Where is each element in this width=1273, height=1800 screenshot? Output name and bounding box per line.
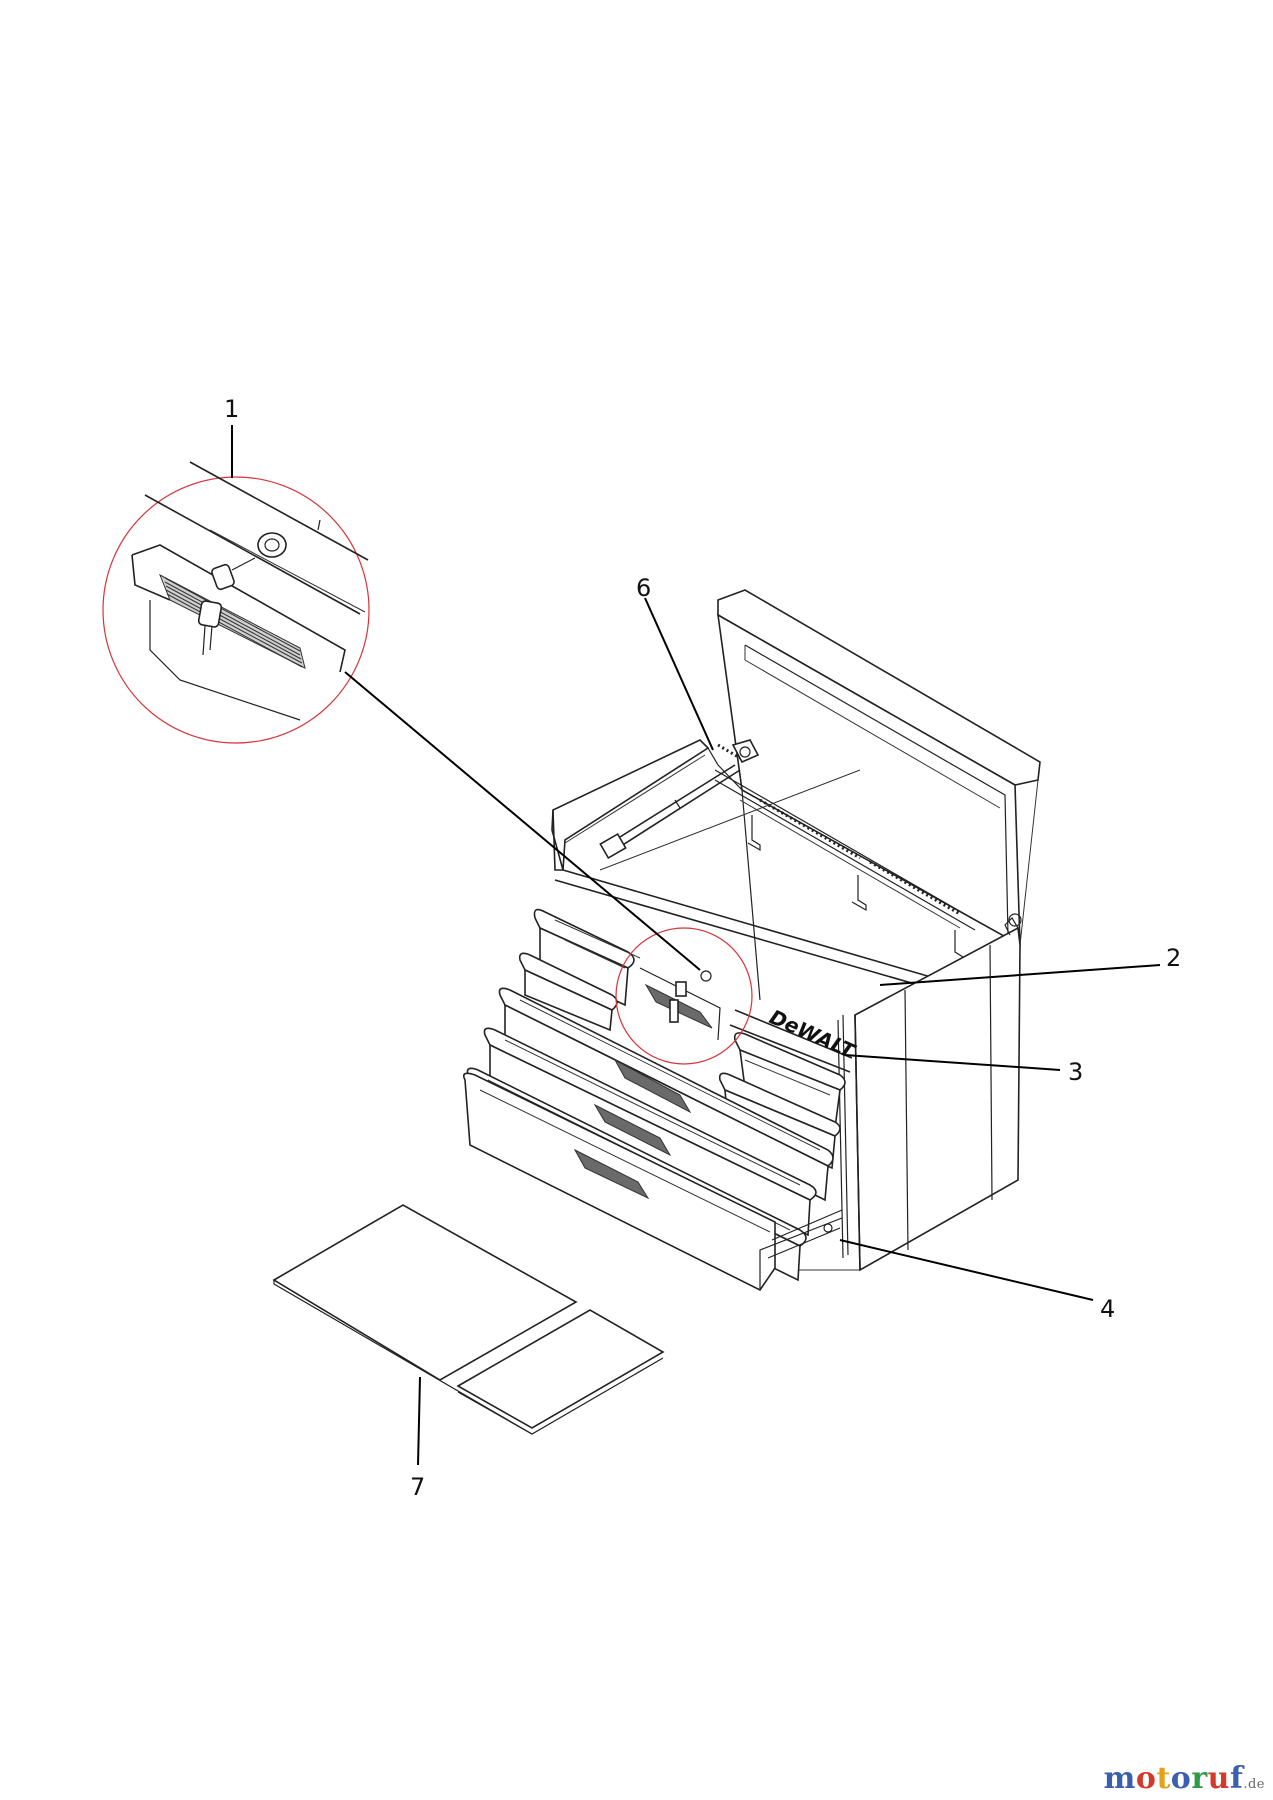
leader-2 <box>879 964 1161 986</box>
watermark-letter: o <box>1135 1761 1157 1796</box>
drawer-bank: DeWALT <box>462 908 860 1292</box>
key-icon <box>197 557 256 656</box>
lock-detail-drawing <box>131 461 369 721</box>
drawer-row-1-left <box>533 908 641 1007</box>
callout-7: 7 <box>410 1473 425 1501</box>
callout-1: 1 <box>224 395 239 423</box>
interior-hinge-rail <box>714 743 976 1001</box>
drawer-row-4 <box>483 1027 817 1237</box>
center-lock-handle <box>639 967 721 1041</box>
chest-right-side-panel <box>854 913 1022 1272</box>
watermark-logo: motoruf <box>1104 1761 1244 1796</box>
detail-source-circle <box>615 927 753 1065</box>
watermark-letter: r <box>1191 1761 1208 1796</box>
callout-labels: 1 6 2 3 4 7 <box>224 395 1181 1501</box>
watermark-letter: u <box>1207 1761 1230 1796</box>
watermark-letter: f <box>1229 1761 1244 1796</box>
callout-6: 6 <box>636 574 651 602</box>
chest-lid <box>716 589 1041 947</box>
leader-lines <box>231 425 1161 1466</box>
callout-2: 2 <box>1166 944 1181 972</box>
watermark-letter: m <box>1103 1761 1136 1796</box>
leader-1-detail <box>344 671 701 971</box>
leader-3 <box>844 1054 1061 1071</box>
detail-circle <box>102 476 370 744</box>
leader-7 <box>417 1376 421 1466</box>
drawer-row-3-lock <box>498 987 834 1202</box>
ribbed-handle <box>164 577 303 668</box>
callout-3: 3 <box>1068 1058 1083 1086</box>
instruction-manual <box>272 1204 665 1435</box>
site-watermark: motoruf.de <box>1104 1761 1265 1796</box>
drawer-row-6-bottom <box>462 1072 843 1292</box>
lock-detail-zoom <box>102 461 753 1065</box>
lock-cylinder <box>257 532 287 558</box>
leader-6 <box>644 597 714 751</box>
watermark-letter: o <box>1170 1761 1192 1796</box>
gas-strut <box>599 739 760 860</box>
tool-chest: DeWALT <box>462 589 1041 1292</box>
leader-4 <box>839 1239 1094 1301</box>
watermark-tld: .de <box>1243 1777 1265 1792</box>
callout-4: 4 <box>1100 1295 1115 1323</box>
watermark-letter: t <box>1156 1761 1171 1796</box>
